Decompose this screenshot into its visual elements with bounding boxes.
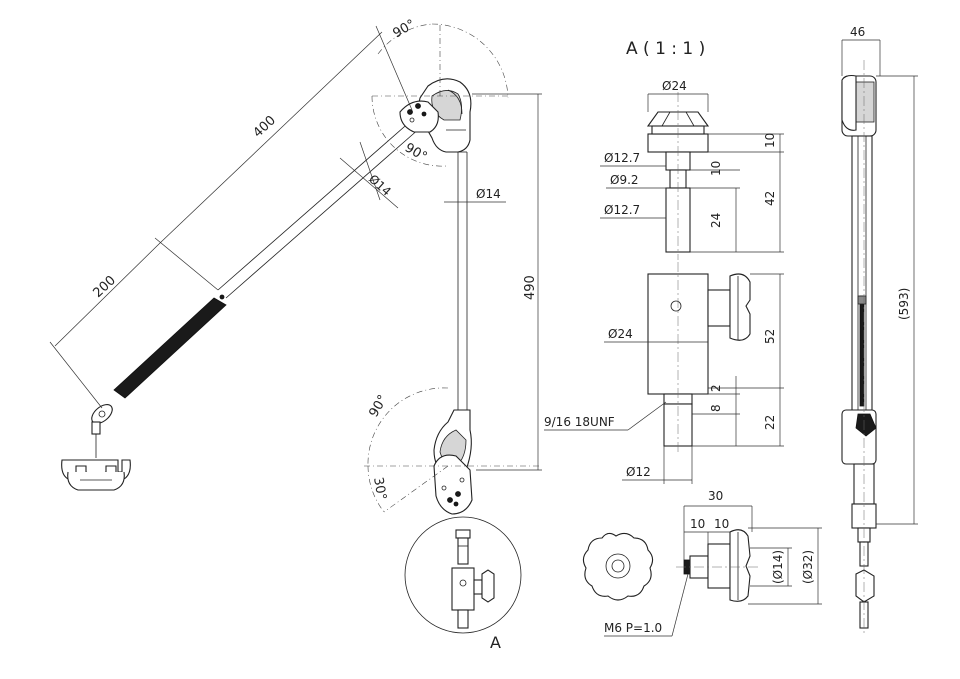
shaft-part: [646, 92, 710, 260]
side-width-label: 46: [850, 25, 865, 39]
dim-10-a-label: 10: [763, 133, 777, 148]
detail-circle-a: A: [404, 516, 522, 652]
dim-200-label: 200: [90, 273, 118, 301]
knob-dia-14-label: (Ø14): [771, 550, 785, 584]
dim-22-label: 22: [763, 415, 777, 430]
dim-42-label: 42: [763, 191, 777, 206]
dim-490-label: 490: [523, 275, 538, 300]
dimension-400: 400: [154, 25, 413, 291]
arm-tip-joint: [91, 404, 113, 458]
dia-92-label: Ø9.2: [610, 173, 639, 187]
side-view-body: [841, 60, 877, 634]
detail-a-view: A ( 1 : 1 ) Ø24 Ø12.7 Ø9.2 Ø12.7: [544, 39, 784, 484]
angle-tilt-label: 30°: [370, 476, 389, 501]
top-joint: [399, 78, 472, 153]
detail-a-label: A: [490, 633, 501, 652]
knob-views: 30 10 10 (Ø14) (Ø32) M6 P=1.0: [582, 489, 822, 637]
upper-arm-rod: [217, 119, 421, 300]
dia-12-label: Ø12: [626, 465, 651, 479]
dim-arm-dia-label: Ø14: [366, 172, 394, 199]
dia-24-top-label: Ø24: [662, 79, 687, 93]
thread-label: 9/16 18UNF: [544, 415, 615, 429]
dimension-490: 490: [472, 93, 542, 471]
dim-10-b-label: 10: [709, 161, 723, 176]
side-height-label: (593): [897, 288, 911, 320]
detail-title: A ( 1 : 1 ): [626, 39, 705, 59]
bottom-joint: [433, 409, 473, 515]
arm-grip: [113, 297, 227, 399]
knob-dim-30-label: 30: [708, 489, 723, 503]
dim-pole-dia-label: Ø14: [476, 187, 501, 201]
arm-assembly: A 400 200 Ø14 90° 90°: [49, 17, 542, 652]
body-part: [647, 262, 751, 452]
knob-dia-32-label: (Ø32): [801, 550, 815, 584]
dim-52-label: 52: [763, 329, 777, 344]
dim-24-label: 24: [709, 213, 723, 228]
knob-thread-label: M6 P=1.0: [604, 621, 662, 635]
dim-2-label: 2: [709, 384, 723, 392]
angle-top-label: 90°: [391, 17, 418, 42]
angle-bottom-label: 90°: [366, 393, 391, 420]
knob-side-view: [676, 529, 760, 602]
knob-dim-10-b-label: 10: [714, 517, 729, 531]
knob-dim-10-a-label: 10: [690, 517, 705, 531]
angle-mid-label: 90°: [402, 140, 429, 165]
dim-400-label: 400: [250, 113, 278, 141]
side-view: 46 (593): [841, 25, 918, 634]
dia-24-body-label: Ø24: [608, 327, 633, 341]
dimension-200: 200: [49, 242, 161, 409]
dim-8-label: 8: [709, 404, 723, 412]
dia-127-b-label: Ø12.7: [604, 203, 640, 217]
vertical-pole: [457, 151, 468, 410]
arm-clamp: [61, 459, 131, 491]
dia-127-a-label: Ø12.7: [604, 151, 640, 165]
dimension-pole-dia: Ø14: [444, 187, 506, 203]
knob-front-view: [582, 532, 654, 601]
